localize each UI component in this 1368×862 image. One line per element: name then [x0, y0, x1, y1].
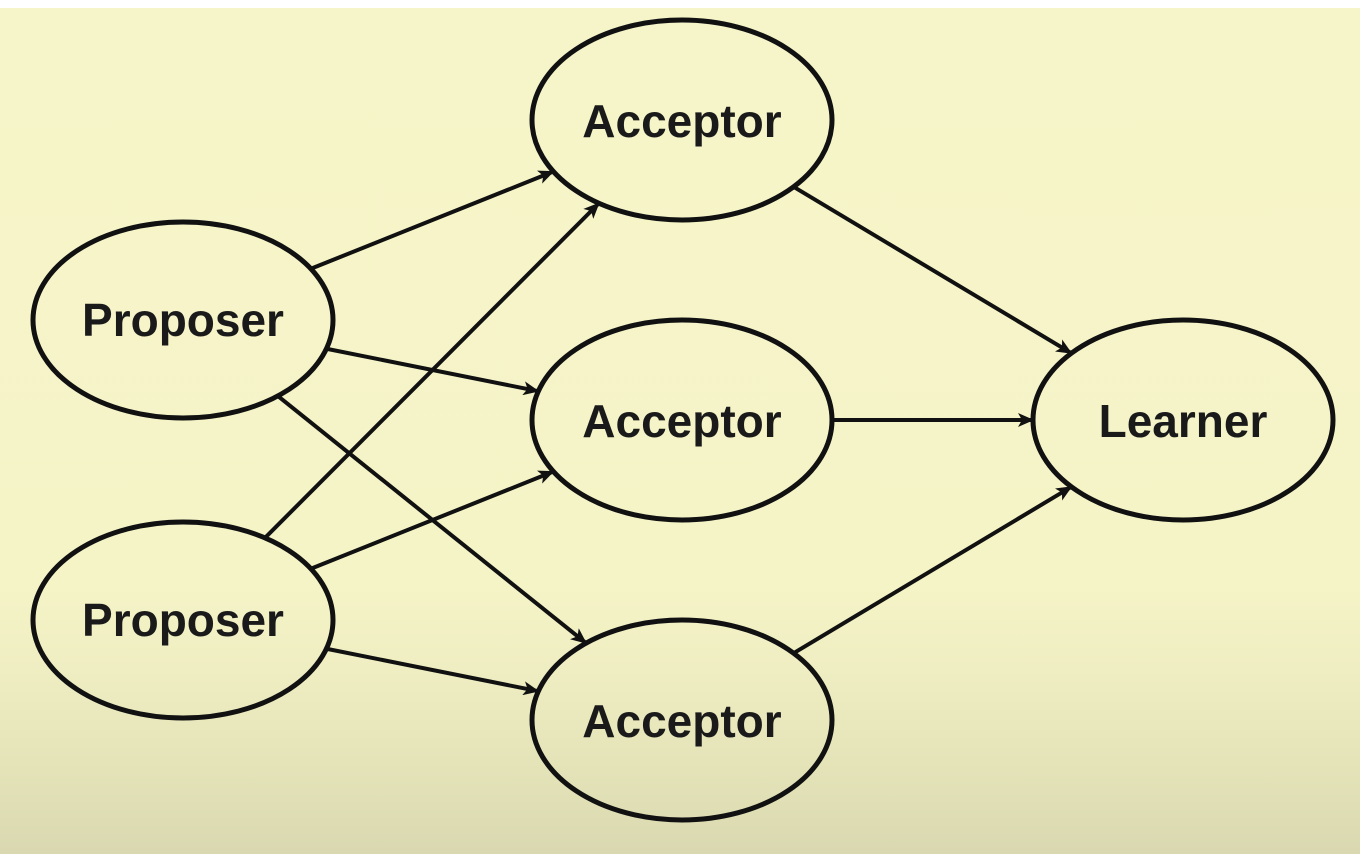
proposer-node-1-shape	[30, 219, 336, 421]
proposer-node-2-shape	[30, 519, 336, 721]
acceptor-node-1-shape	[529, 17, 835, 223]
proposer-node-2: Proposer	[30, 519, 336, 721]
acceptor-node-1-label: Acceptor	[582, 95, 781, 147]
edges-layer	[263, 169, 1073, 696]
edge-acceptor-1-to-learner-1	[792, 185, 1073, 355]
learner-node-1: Learner	[1030, 317, 1336, 523]
acceptor-node-3-shape	[529, 617, 835, 823]
learner-node-1-label: Learner	[1099, 395, 1268, 447]
acceptor-node-2-label: Acceptor	[582, 395, 781, 447]
acceptor-node-3: Acceptor	[529, 617, 835, 823]
learner-node-1-shape	[1030, 317, 1336, 523]
acceptor-node-1: Acceptor	[529, 17, 835, 223]
edge-proposer-1-to-acceptor-1	[310, 169, 555, 271]
proposer-node-1-label: Proposer	[82, 294, 284, 346]
acceptor-node-2-shape	[529, 317, 835, 523]
edge-proposer-2-to-acceptor-3	[326, 646, 540, 696]
edge-proposer-2-to-acceptor-1	[263, 201, 601, 540]
proposer-node-2-label: Proposer	[82, 594, 284, 646]
edge-proposer-2-to-acceptor-2	[310, 469, 555, 571]
acceptor-node-2: Acceptor	[529, 317, 835, 523]
proposer-node-1: Proposer	[30, 219, 336, 421]
acceptor-node-3-label: Acceptor	[582, 695, 781, 747]
edge-acceptor-3-to-learner-1	[792, 485, 1073, 655]
